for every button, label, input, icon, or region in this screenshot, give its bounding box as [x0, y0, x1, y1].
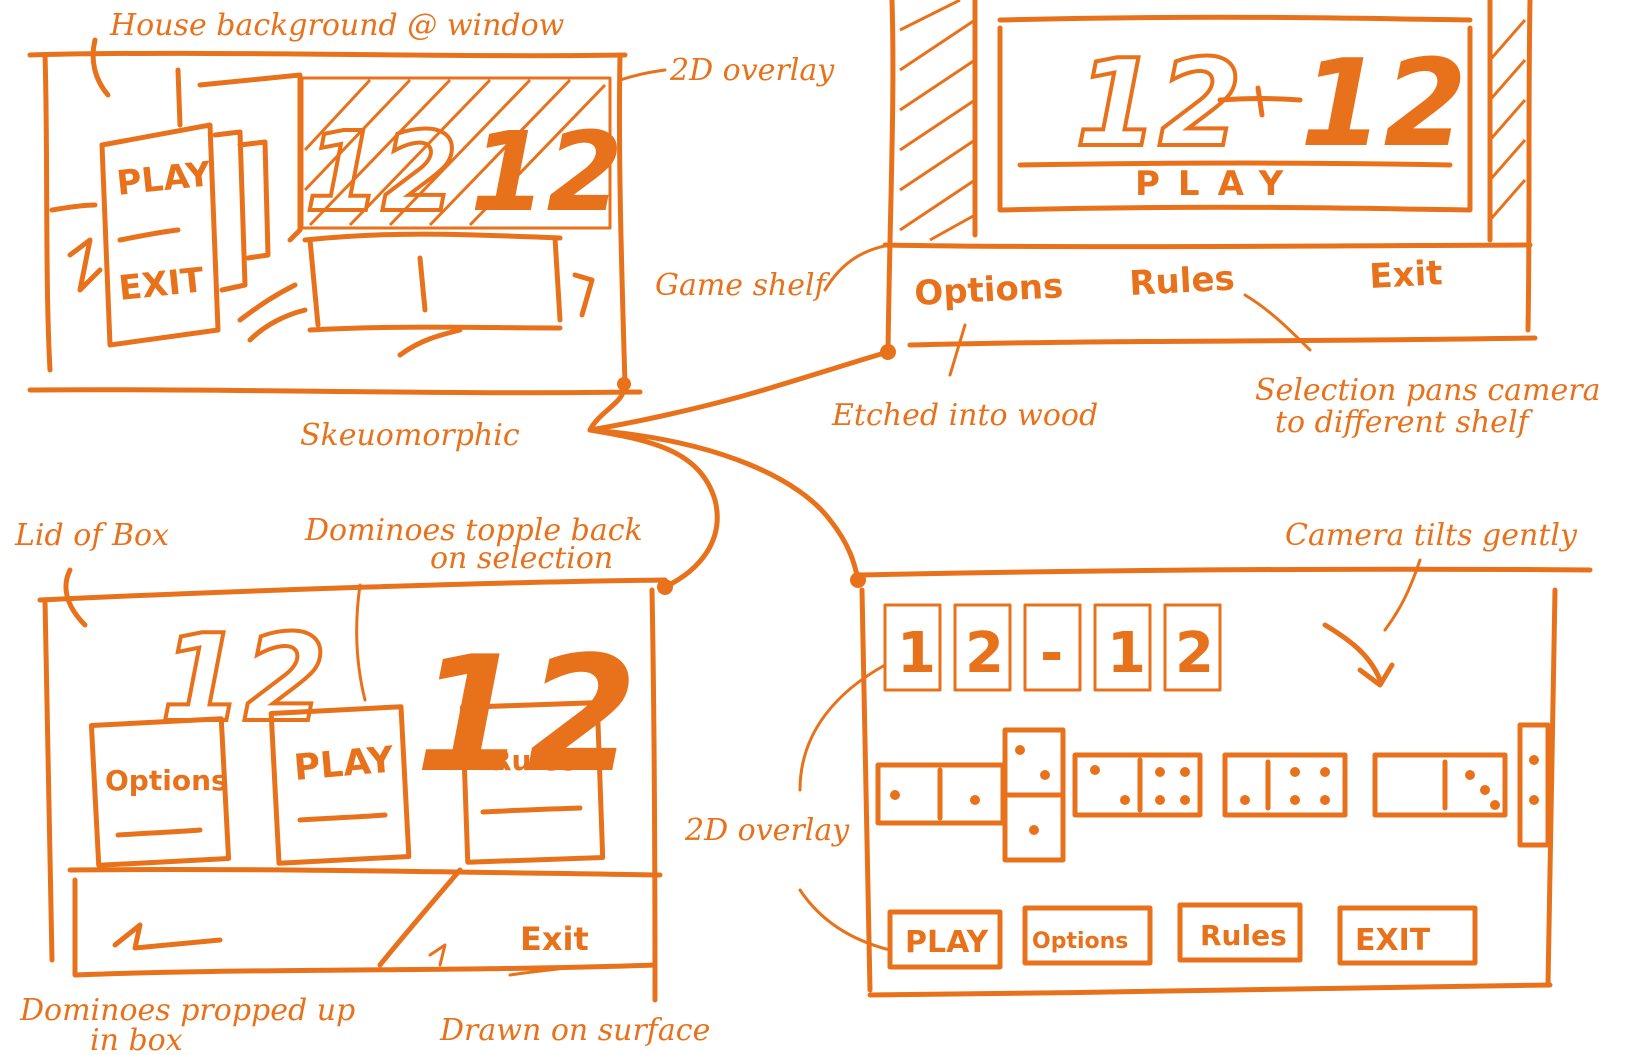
box-play-label[interactable]: PLAY — [292, 739, 396, 789]
domino-tile — [1375, 755, 1505, 815]
anno-etched-into-wood: Etched into wood — [831, 398, 1098, 433]
shelf-left-pillar-hatching — [900, 0, 975, 240]
overlay-tile-5: 2 — [1175, 621, 1214, 686]
overlay-tile-2: 2 — [965, 621, 1004, 686]
shelf-rules-label[interactable]: Rules — [1128, 259, 1235, 304]
panel-box: 12 12 Options PLAY Rules Exit — [40, 570, 665, 1000]
panel-2d-overlay: 1 2 - 1 2 PLA — [858, 569, 1590, 995]
anno-selection-pans-2: to different shelf — [1275, 405, 1534, 440]
window-score-left: 12 — [305, 108, 458, 236]
shelf-exit-label[interactable]: Exit — [1368, 253, 1443, 297]
anno-2d-overlay-top: 2D overlay — [669, 53, 835, 88]
camera-tilt-arrow — [1325, 625, 1380, 680]
shelf-play-label[interactable]: PLAY — [1135, 164, 1301, 204]
overlay-score-tiles: 1 2 - 1 2 — [885, 605, 1220, 690]
box-rules-label[interactable]: Rules — [490, 744, 577, 777]
window-play-label[interactable]: PLAY — [115, 154, 213, 204]
anno-camera-tilts: Camera tilts gently — [1285, 518, 1578, 553]
window-score-right: 12 — [470, 108, 623, 236]
anno-lid-of-box: Lid of Box — [14, 518, 169, 553]
domino-tile — [1520, 725, 1548, 845]
overlay-button-bar: PLAY Options Rules EXIT — [890, 905, 1475, 967]
window-exit-label[interactable]: EXIT — [117, 260, 207, 309]
overlay-tile-4: 1 — [1107, 621, 1146, 686]
domino-tile — [1225, 755, 1345, 815]
anno-dominoes-propped-2: in box — [90, 1023, 183, 1055]
overlay-play-label[interactable]: PLAY — [905, 925, 989, 960]
panel-game-shelf: 12 12 PLAY Options Rules Exit — [885, 0, 1535, 375]
shelf-score-left: 12 — [1075, 35, 1242, 174]
anno-game-shelf: Game shelf — [655, 268, 831, 303]
overlay-rules-label[interactable]: Rules — [1200, 919, 1287, 952]
anno-drawn-on-surface: Drawn on surface — [439, 1013, 710, 1048]
box-options-label[interactable]: Options — [105, 764, 228, 797]
anno-house-background: House background @ window — [109, 8, 565, 43]
panel-house-window: 12 12 PLAY EXIT — [30, 40, 640, 393]
overlay-exit-label[interactable]: EXIT — [1355, 923, 1431, 958]
anno-2d-overlay-bottom: 2D overlay — [684, 813, 850, 848]
overlay-options-label[interactable]: Options — [1032, 929, 1128, 954]
anno-selection-pans-1: Selection pans camera — [1255, 373, 1600, 408]
shelf-score-right: 12 — [1300, 35, 1467, 174]
anno-dominoes-propped-1: Dominoes propped up — [19, 993, 355, 1028]
mindmap-connectors — [590, 344, 896, 595]
shelf-options-label[interactable]: Options — [913, 266, 1064, 314]
shelf-right-pillar-hatching — [1490, 20, 1525, 220]
overlay-tile-1: 1 — [897, 621, 936, 686]
overlay-domino-row — [878, 725, 1548, 860]
anno-skeuomorphic: Skeuomorphic — [300, 418, 520, 453]
box-exit-label[interactable]: Exit — [520, 920, 589, 958]
box-score-right: 12 — [415, 621, 638, 808]
box-score-left: 12 — [160, 610, 327, 749]
anno-dominoes-topple-2: on selection — [430, 541, 613, 576]
overlay-tile-3: - — [1040, 621, 1063, 686]
